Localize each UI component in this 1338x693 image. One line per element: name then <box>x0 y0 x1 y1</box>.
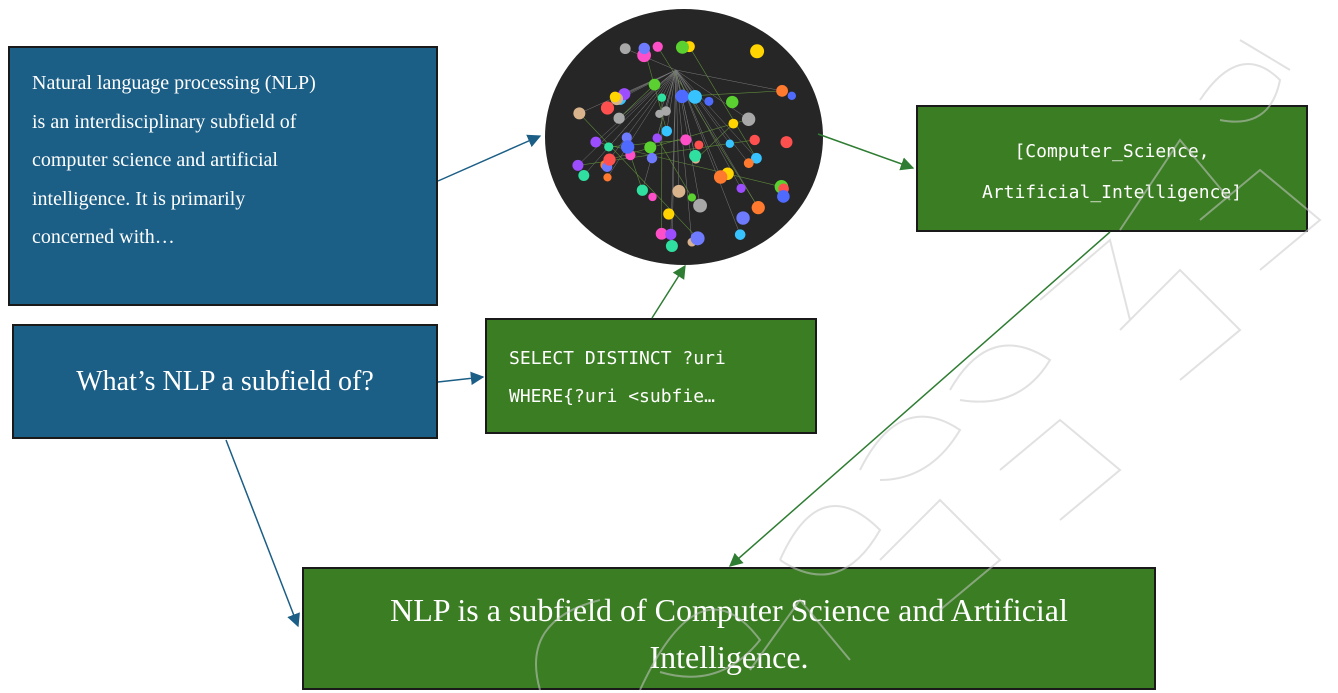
graph-node <box>665 240 678 253</box>
graph-node <box>652 133 662 143</box>
graph-edge <box>608 69 677 148</box>
graph-node <box>672 184 686 198</box>
graph-edge <box>595 69 677 143</box>
graph-edge <box>618 84 655 119</box>
graph-node <box>661 125 673 137</box>
graph-node <box>648 78 661 91</box>
graph-edge <box>675 69 757 159</box>
passage-line: computer science and artificial <box>32 149 278 171</box>
graph-edge <box>661 69 677 98</box>
passage-box: Natural language processing (NLP) is an … <box>8 46 438 306</box>
graph-node <box>713 170 728 184</box>
graph-node <box>590 136 602 148</box>
graph-node <box>573 107 586 120</box>
sparql-line: SELECT DISTINCT ?uri <box>509 348 726 369</box>
passage-line: intelligence. It is primarily <box>32 187 246 210</box>
graph-node <box>657 93 667 102</box>
graph-node <box>741 112 756 126</box>
passage-line: is an interdisciplinary subfield of <box>32 110 297 133</box>
graph-edge <box>618 69 677 119</box>
graph-node <box>743 158 754 169</box>
question-box: What’s NLP a subfield of? <box>12 324 438 439</box>
graph-node <box>675 40 689 54</box>
graph-node <box>613 112 625 124</box>
graph-edge <box>675 69 749 164</box>
answer-line: NLP is a subfield of Computer Science an… <box>390 592 1068 628</box>
graph-node <box>680 134 692 146</box>
graph-node <box>688 89 702 104</box>
graph-node <box>750 152 762 164</box>
graph-edge <box>689 46 757 159</box>
sparql-query-box: SELECT DISTINCT ?uri WHERE{?uri <subfie… <box>485 318 817 434</box>
arrow-graph-to-result <box>817 133 915 171</box>
graph-node <box>603 173 612 182</box>
sparql-line: WHERE{?uri <subfie… <box>509 386 715 407</box>
result-line: [Computer_Science, <box>1014 141 1210 162</box>
graph-edge <box>675 69 783 92</box>
graph-node <box>736 211 750 225</box>
result-line: Artificial_Intelligence] <box>981 182 1243 203</box>
graph-node <box>652 41 663 52</box>
graph-node <box>665 228 677 240</box>
graph-node <box>736 183 746 194</box>
graph-node <box>689 149 702 162</box>
graph-node <box>728 118 739 129</box>
question-text: What’s NLP a subfield of? <box>76 365 374 397</box>
graph-node <box>704 96 714 106</box>
graph-node <box>644 141 657 154</box>
graph-edge <box>666 69 677 132</box>
graph-node <box>687 193 697 202</box>
graph-edge <box>695 123 734 160</box>
graph-edge <box>675 69 680 192</box>
graph-node <box>655 227 668 240</box>
graph-edge <box>656 137 693 198</box>
graph-node <box>600 101 615 115</box>
graph-node <box>750 44 765 59</box>
passage-line: Natural language processing (NLP) <box>32 72 316 94</box>
graph-edge <box>579 113 698 239</box>
graph-node <box>636 184 648 196</box>
graph-edge <box>659 69 677 114</box>
graph-node <box>620 140 635 154</box>
graph-node <box>675 89 689 104</box>
graph-node <box>726 95 739 109</box>
graph-node <box>646 152 658 164</box>
query-result-box: [Computer_Science, Artificial_Intelligen… <box>916 105 1308 232</box>
graph-node <box>751 201 765 215</box>
graph-node <box>693 198 707 213</box>
answer-box: NLP is a subfield of Computer Science an… <box>302 567 1156 690</box>
graph-node <box>725 139 735 148</box>
graph-node <box>621 132 632 143</box>
graph-node <box>638 42 650 55</box>
passage-line: concerned with… <box>32 226 175 248</box>
graph-node <box>690 231 705 246</box>
graph-node <box>749 134 760 146</box>
graph-node <box>578 169 590 181</box>
graph-node <box>661 106 671 116</box>
graph-node <box>694 140 704 150</box>
arrow-passage-to-graph <box>437 134 542 182</box>
graph-node <box>734 229 746 240</box>
graph-node <box>609 91 621 103</box>
graph-edge <box>625 48 677 71</box>
graph-node <box>655 109 664 118</box>
graph-node <box>603 153 616 166</box>
graph-edge <box>605 69 677 166</box>
graph-node <box>572 159 584 171</box>
arrow-sparql-to-graph <box>651 264 686 319</box>
graph-node <box>787 91 797 100</box>
arrow-question-to-answer <box>225 439 300 628</box>
graph-node <box>776 84 788 97</box>
graph-node <box>648 192 657 202</box>
graph-node <box>619 43 631 55</box>
graph-node <box>663 208 675 220</box>
graph-node <box>780 136 793 149</box>
knowledge-graph-image <box>545 9 823 265</box>
graph-node <box>604 142 614 152</box>
arrow-question-to-sparql <box>437 371 485 386</box>
answer-line: Intelligence. <box>649 639 809 675</box>
graph-edge <box>656 69 677 139</box>
graph-edge <box>675 69 696 156</box>
graph-node <box>777 190 790 203</box>
